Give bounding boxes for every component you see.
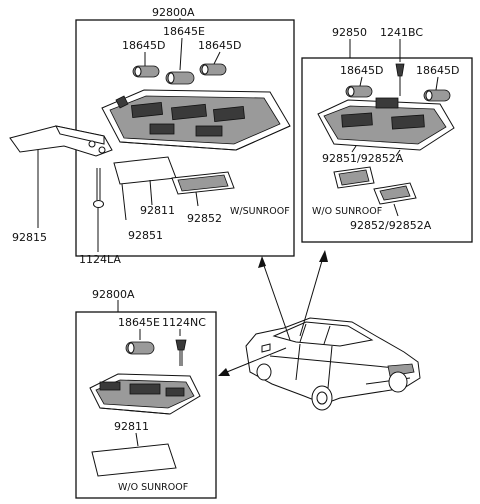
lens-92852-right xyxy=(373,182,417,205)
label-18645E-top: 18645E xyxy=(163,25,205,38)
label-92811-bottom: 92811 xyxy=(114,420,149,433)
bottom-console-frame xyxy=(75,311,217,499)
label-92851-top: 92851 xyxy=(128,229,163,242)
no-sunroof-console-housing xyxy=(317,97,455,151)
lens-92852 xyxy=(171,171,235,195)
caption-w-o-sunroof-right: W/O SUNROOF xyxy=(312,206,382,217)
bottom-console-housing xyxy=(89,373,201,415)
label-92811-top: 92811 xyxy=(140,204,175,217)
label-92852-92852A-right: 92852/92852A xyxy=(350,219,432,232)
label-1241BC: 1241BC xyxy=(380,26,423,39)
bulb-18645e-bottom xyxy=(125,341,155,355)
lens-92811-bottom xyxy=(91,443,177,477)
screw-1124nc xyxy=(175,339,187,366)
sunroof-console-housing xyxy=(101,89,291,151)
caption-w-o-sunroof-bottom: W/O SUNROOF xyxy=(118,482,188,493)
lens-92851-right xyxy=(333,166,375,189)
bulb-18645d-right-a xyxy=(345,85,373,98)
vehicle-illustration xyxy=(245,317,421,411)
leader-arrows xyxy=(218,250,328,376)
label-92851-92852A-right: 92851/92852A xyxy=(322,152,404,165)
no-sunroof-console-frame xyxy=(301,57,473,243)
bulb-18645d-left xyxy=(132,65,160,78)
bracket-92815 xyxy=(9,125,113,228)
label-1124NC: 1124NC xyxy=(162,316,206,329)
screw-1124la xyxy=(93,168,104,252)
label-18645E-bottom: 18645E xyxy=(118,316,160,329)
label-92852-top: 92852 xyxy=(187,212,222,225)
label-18645D-right-b: 18645D xyxy=(416,64,459,77)
caption-w-sunroof: W/SUNROOF xyxy=(230,206,290,217)
label-92815: 92815 xyxy=(12,231,47,244)
bottom-console-group: 92800A 18645E 1124NC 92811 W/O S xyxy=(75,288,217,499)
label-18645D-right-a: 18645D xyxy=(340,64,383,77)
label-92800A-top: 92800A xyxy=(152,6,195,19)
label-18645D-top-left: 18645D xyxy=(122,39,165,52)
clip-1241bc xyxy=(395,63,405,96)
label-92850: 92850 xyxy=(332,26,367,39)
label-92800A-bottom: 92800A xyxy=(92,288,135,301)
label-18645D-top-right: 18645D xyxy=(198,39,241,52)
bulb-18645e xyxy=(165,71,195,85)
bulb-18645d-right xyxy=(199,63,227,76)
lens-92811 xyxy=(113,156,177,185)
bulb-18645d-right-b xyxy=(423,89,451,102)
no-sunroof-console-group: 92850 1241BC 18645D 18645D 92851 xyxy=(301,26,473,243)
label-1124LA: 1124LA xyxy=(79,253,121,266)
sunroof-console-group: 92800A 18645E 18645D 18645D xyxy=(75,6,295,257)
